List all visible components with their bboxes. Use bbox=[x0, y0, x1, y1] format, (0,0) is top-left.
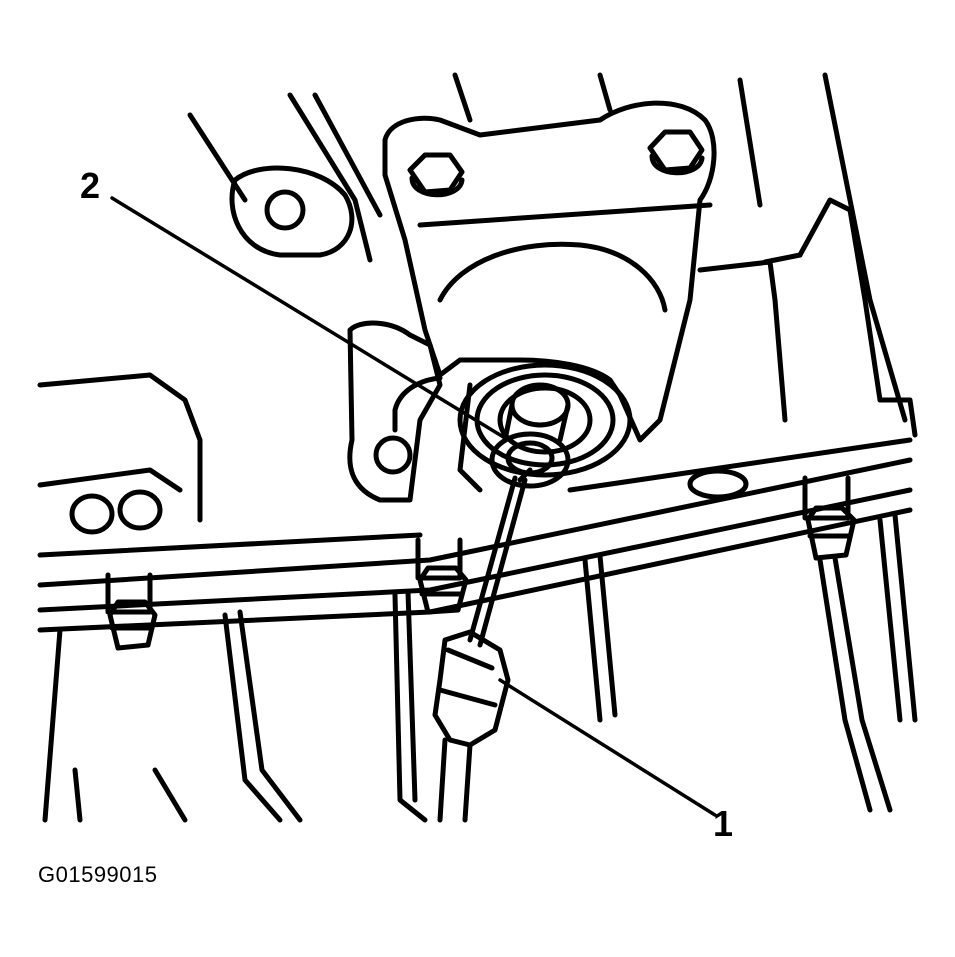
callout-2: 2 bbox=[80, 165, 101, 206]
bracket-bolt-left bbox=[407, 152, 465, 198]
pan-rail bbox=[37, 372, 913, 633]
rail-nut-left bbox=[105, 572, 158, 651]
connector bbox=[432, 629, 511, 823]
sensor-body bbox=[489, 382, 571, 489]
engine-block-outline bbox=[187, 72, 918, 438]
bracket-leg bbox=[347, 320, 443, 503]
bracket-bolt-right bbox=[647, 129, 705, 176]
rail-nut-center bbox=[415, 537, 469, 615]
leader-line-2 bbox=[110, 196, 507, 440]
figure-id: G01599015 bbox=[38, 862, 158, 887]
left-lug bbox=[229, 165, 355, 258]
callout-1: 1 bbox=[713, 803, 734, 844]
sensor-cable bbox=[467, 475, 528, 648]
mount-bracket bbox=[382, 100, 717, 443]
leader-lines bbox=[110, 196, 717, 817]
leader-line-1 bbox=[498, 678, 717, 817]
rail-nut-right bbox=[687, 468, 857, 561]
oil-pan-walls bbox=[42, 512, 918, 823]
